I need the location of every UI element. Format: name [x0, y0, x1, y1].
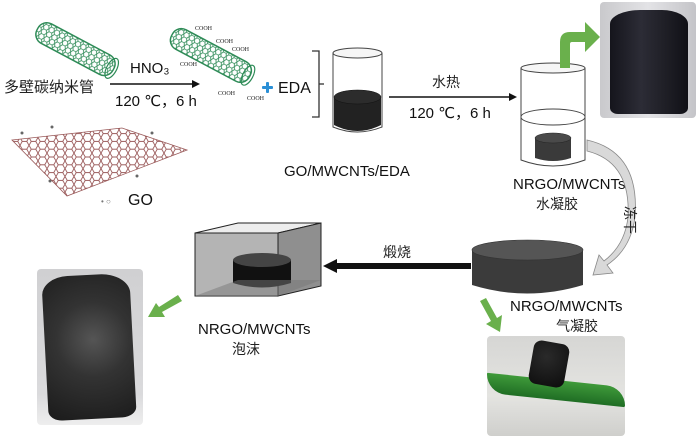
hydrothermal-condition-label: 120 ℃，6 h — [409, 105, 491, 122]
freeze-dry-arrow-icon — [586, 139, 636, 276]
freeze-dry-label: 冻干 — [621, 206, 637, 234]
graphene-oxide-sheet-icon — [11, 125, 189, 197]
aerogel-type-label: 气凝胶 — [556, 319, 598, 335]
calcination-label: 煅烧 — [383, 245, 411, 261]
oxidation-condition-label: 120 ℃，6 h — [115, 93, 197, 110]
cooh-group-label: COOH — [216, 39, 234, 45]
hydrogel-type-label: 水凝胶 — [536, 197, 578, 213]
foam-box-icon — [194, 222, 322, 297]
foam-name-label: NRGO/MWCNTs — [198, 321, 311, 338]
mixture-label: GO/MWCNTs/EDA — [284, 163, 410, 180]
hydrothermal-label: 水热 — [432, 75, 460, 91]
foam-photo — [37, 269, 143, 425]
cooh-group-label: COOH — [247, 96, 265, 102]
cooh-group-label: COOH — [180, 62, 198, 68]
cooh-group-label: COOH — [232, 47, 250, 53]
legend-dots-icon: • ○ — [101, 197, 111, 206]
cooh-group-label: COOH — [195, 26, 213, 32]
green-arrow-icon — [480, 298, 502, 332]
aerogel-on-leaf-photo — [487, 336, 625, 436]
foam-sample — [41, 272, 137, 422]
hydrogel-name-label: NRGO/MWCNTs — [513, 176, 626, 193]
hydrothermal-arrow-icon — [389, 93, 517, 101]
beaker-hydrogel-icon — [520, 62, 586, 167]
eda-label: EDA — [278, 80, 311, 97]
cooh-mwcnt-tube-icon — [169, 27, 256, 86]
oxidation-arrow-icon — [110, 80, 200, 88]
green-arrow-icon — [560, 22, 600, 68]
aerogel-cylinder-icon — [471, 239, 584, 294]
aerogel-name-label: NRGO/MWCNTs — [510, 298, 623, 315]
go-label: GO — [128, 192, 153, 209]
hydrogel-photo — [600, 2, 696, 118]
plus-icon — [262, 82, 273, 93]
mwcnt-label: 多壁碳纳米管 — [4, 78, 95, 96]
calcination-arrow-icon — [323, 259, 471, 273]
bracket-icon — [312, 50, 324, 118]
mwcnt-tube-icon — [35, 21, 120, 79]
beaker-mixture-icon — [332, 47, 383, 133]
oxidation-reagent-label: HNO₃ — [130, 60, 170, 77]
cooh-group-label: COOH — [218, 91, 236, 97]
aerogel-sample — [527, 339, 571, 389]
green-arrow-icon — [148, 295, 182, 317]
foam-type-label: 泡沫 — [232, 342, 260, 358]
hydrogel-sample — [610, 10, 688, 114]
